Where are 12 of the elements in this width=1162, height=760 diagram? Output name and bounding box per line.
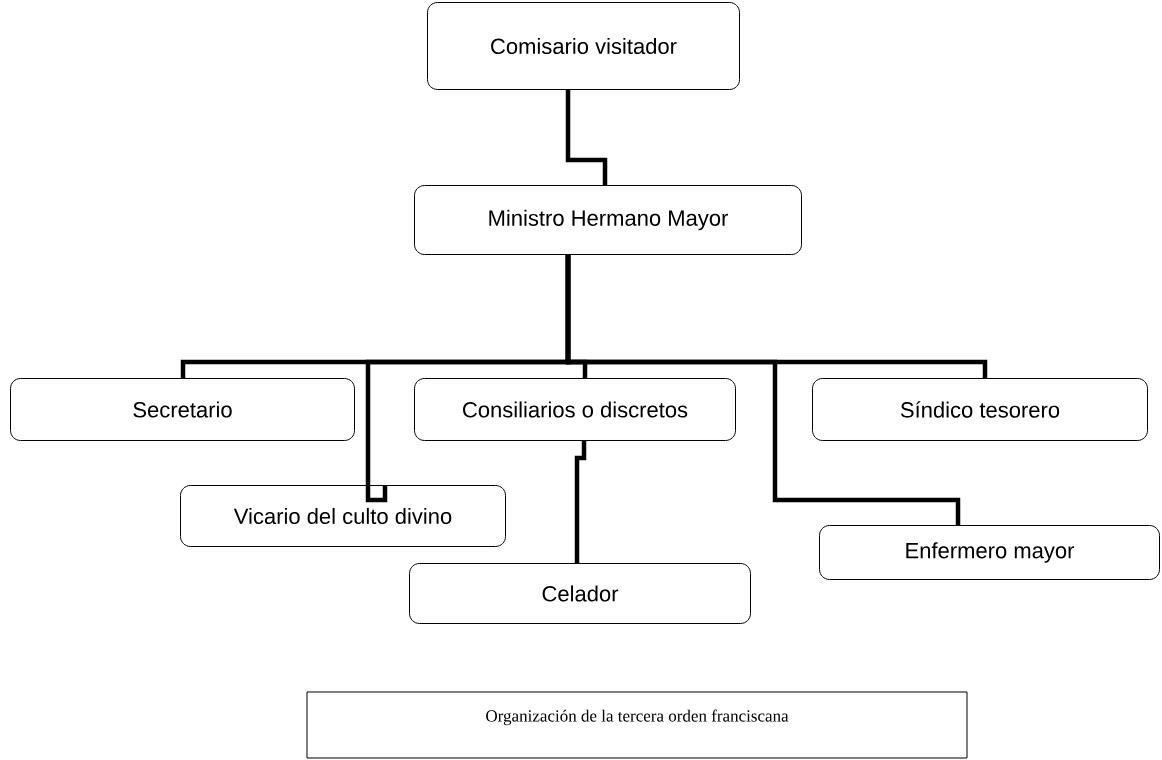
org-box: Ministro Hermano Mayor [414,185,802,255]
org-box: Síndico tesorero [812,378,1148,441]
connector-line [565,90,608,185]
caption: Organización de la tercera orden franciscana [486,709,789,726]
org-box: Comisario visitador [427,2,740,90]
org-box: Celador [409,563,751,624]
connector-line [565,255,961,525]
connector-line [574,441,587,563]
org-box: Consiliarios o discretos [414,378,736,441]
org-box: Enfermero mayor [819,525,1160,580]
org-box: Secretario [10,378,355,441]
org-box: Vicario del culto divino [180,485,506,547]
